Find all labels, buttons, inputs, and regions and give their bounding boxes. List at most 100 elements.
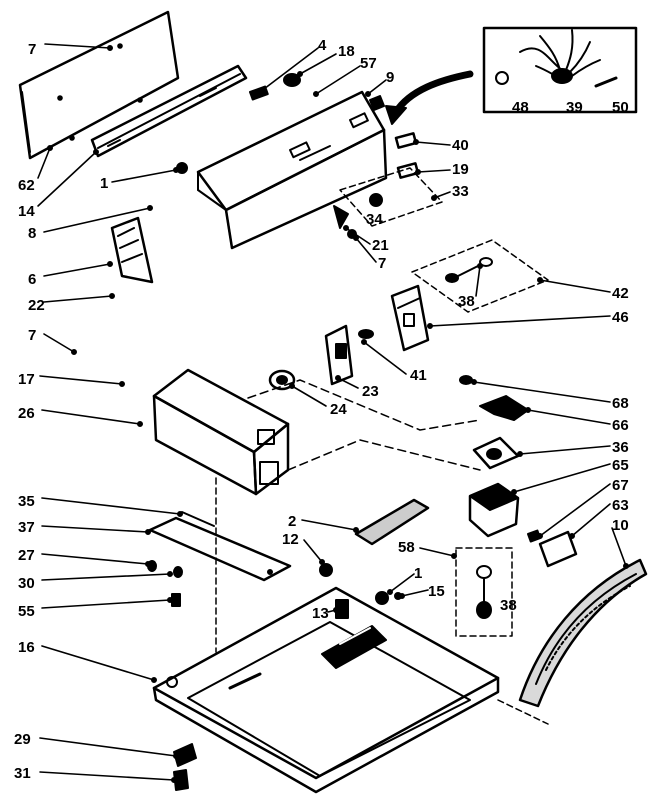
door-panel — [518, 558, 648, 708]
callout-c6: 6 — [28, 271, 37, 288]
leader-arrowhead-c7a — [107, 45, 113, 51]
leader-line-c9 — [367, 79, 387, 95]
leader-arrowhead-c7c — [71, 349, 77, 355]
leader-arrowhead-c24 — [289, 383, 295, 389]
callout-c9: 9 — [386, 69, 395, 86]
leader-line-c8 — [43, 207, 151, 233]
leader-line-c10 — [611, 527, 627, 567]
leader-arrowhead-c17 — [119, 381, 125, 387]
callout-c1b: 1 — [414, 565, 423, 582]
leader-arrowhead-c29 — [173, 753, 179, 759]
callout-c66: 66 — [612, 417, 629, 434]
leader-arrowhead-c1a — [173, 167, 179, 173]
leader-arrowhead-c66 — [525, 407, 531, 413]
leader-arrowhead-c30 — [167, 571, 173, 577]
callout-c24: 24 — [330, 401, 347, 418]
leader-arrowhead-c62 — [47, 145, 53, 151]
leader-arrowhead-c33 — [431, 195, 437, 201]
leveling-leg — [173, 743, 197, 791]
leader-arrowhead-c18 — [297, 71, 303, 77]
leader-line-c17 — [39, 375, 123, 385]
leader-arrowhead-c12 — [319, 559, 325, 565]
leader-line-c1a — [111, 169, 177, 183]
leader-line-c24 — [291, 385, 327, 407]
callout-c41: 41 — [410, 367, 427, 384]
callout-c16: 16 — [18, 639, 35, 656]
cabinet-top — [152, 586, 500, 794]
leader-line-c19 — [417, 169, 451, 173]
leader-arrowhead-c13 — [333, 607, 339, 613]
leader-line-c38a — [475, 265, 481, 297]
leader-line-c7b — [355, 237, 377, 263]
callout-c7a: 7 — [28, 41, 37, 58]
leader-line-c35 — [41, 497, 181, 515]
leader-line-c55 — [41, 599, 171, 609]
rear-panel — [18, 10, 180, 160]
leader-line-c26 — [41, 409, 141, 425]
callout-c48: 48 — [512, 99, 529, 116]
callout-c13: 13 — [312, 605, 329, 622]
leader-arrowhead-c57 — [313, 91, 319, 97]
leader-arrowhead-c31 — [171, 777, 177, 783]
mounting-bracket — [390, 284, 430, 352]
callout-c14: 14 — [18, 203, 35, 220]
sensor-group-box — [455, 547, 513, 637]
callout-c46: 46 — [612, 309, 629, 326]
wiring-harness-inset — [482, 26, 638, 114]
callout-c37: 37 — [18, 519, 35, 536]
leader-arrowhead-c19 — [415, 169, 421, 175]
leader-arrowhead-c55 — [167, 597, 173, 603]
callout-c10: 10 — [612, 517, 629, 534]
callout-c31: 31 — [14, 765, 31, 782]
callout-c67: 67 — [612, 477, 629, 494]
sensor-parts — [476, 565, 492, 619]
leader-arrowhead-c4 — [257, 89, 263, 95]
leader-arrowhead-c65 — [511, 489, 517, 495]
leader-line-c22 — [43, 295, 113, 303]
leader-line-c15 — [401, 589, 429, 597]
leader-line-c23 — [337, 377, 359, 389]
callout-c21: 21 — [372, 237, 389, 254]
timer-group-box — [339, 167, 443, 227]
control-console — [196, 90, 388, 250]
callout-c33: 33 — [452, 183, 469, 200]
callout-c55: 55 — [18, 603, 35, 620]
callout-c35: 35 — [18, 493, 35, 510]
leader-arrowhead-c7b — [353, 235, 359, 241]
leader-line-c29 — [39, 737, 177, 757]
callout-c62: 62 — [18, 177, 35, 194]
leader-arrowhead-c9 — [365, 91, 371, 97]
leader-line-c2 — [301, 519, 357, 531]
lint-plate — [354, 498, 430, 546]
leader-line-c66 — [527, 409, 611, 425]
leader-line-c40 — [415, 141, 451, 146]
leader-arrowhead-c16 — [151, 677, 157, 683]
assembly-line-a — [247, 379, 481, 431]
callout-c38a: 38 — [458, 293, 475, 310]
base-bracket — [147, 511, 292, 607]
leader-arrowhead-c35 — [177, 511, 183, 517]
leader-line-c58 — [419, 547, 455, 557]
door-hinge-line — [497, 699, 549, 725]
callout-c7c: 7 — [28, 327, 37, 344]
leader-arrowhead-c6 — [107, 261, 113, 267]
callout-c18: 18 — [338, 43, 355, 60]
leader-arrowhead-c67 — [537, 533, 543, 539]
leader-arrowhead-c14 — [93, 149, 99, 155]
leader-line-c41 — [363, 341, 407, 375]
callout-c42: 42 — [612, 285, 629, 302]
leader-arrowhead-c46 — [427, 323, 433, 329]
leader-arrowhead-c37 — [145, 529, 151, 535]
inset-arrow-head — [385, 105, 407, 125]
thermostat-group-box — [411, 239, 549, 313]
console-end-cap — [110, 216, 154, 284]
assembly-line-b — [287, 439, 481, 471]
leader-line-c6 — [43, 263, 111, 277]
leader-arrowhead-c26 — [137, 421, 143, 427]
callout-c19: 19 — [452, 161, 469, 178]
callout-c36: 36 — [612, 439, 629, 456]
callout-c17: 17 — [18, 371, 35, 388]
leader-arrowhead-c2 — [353, 527, 359, 533]
